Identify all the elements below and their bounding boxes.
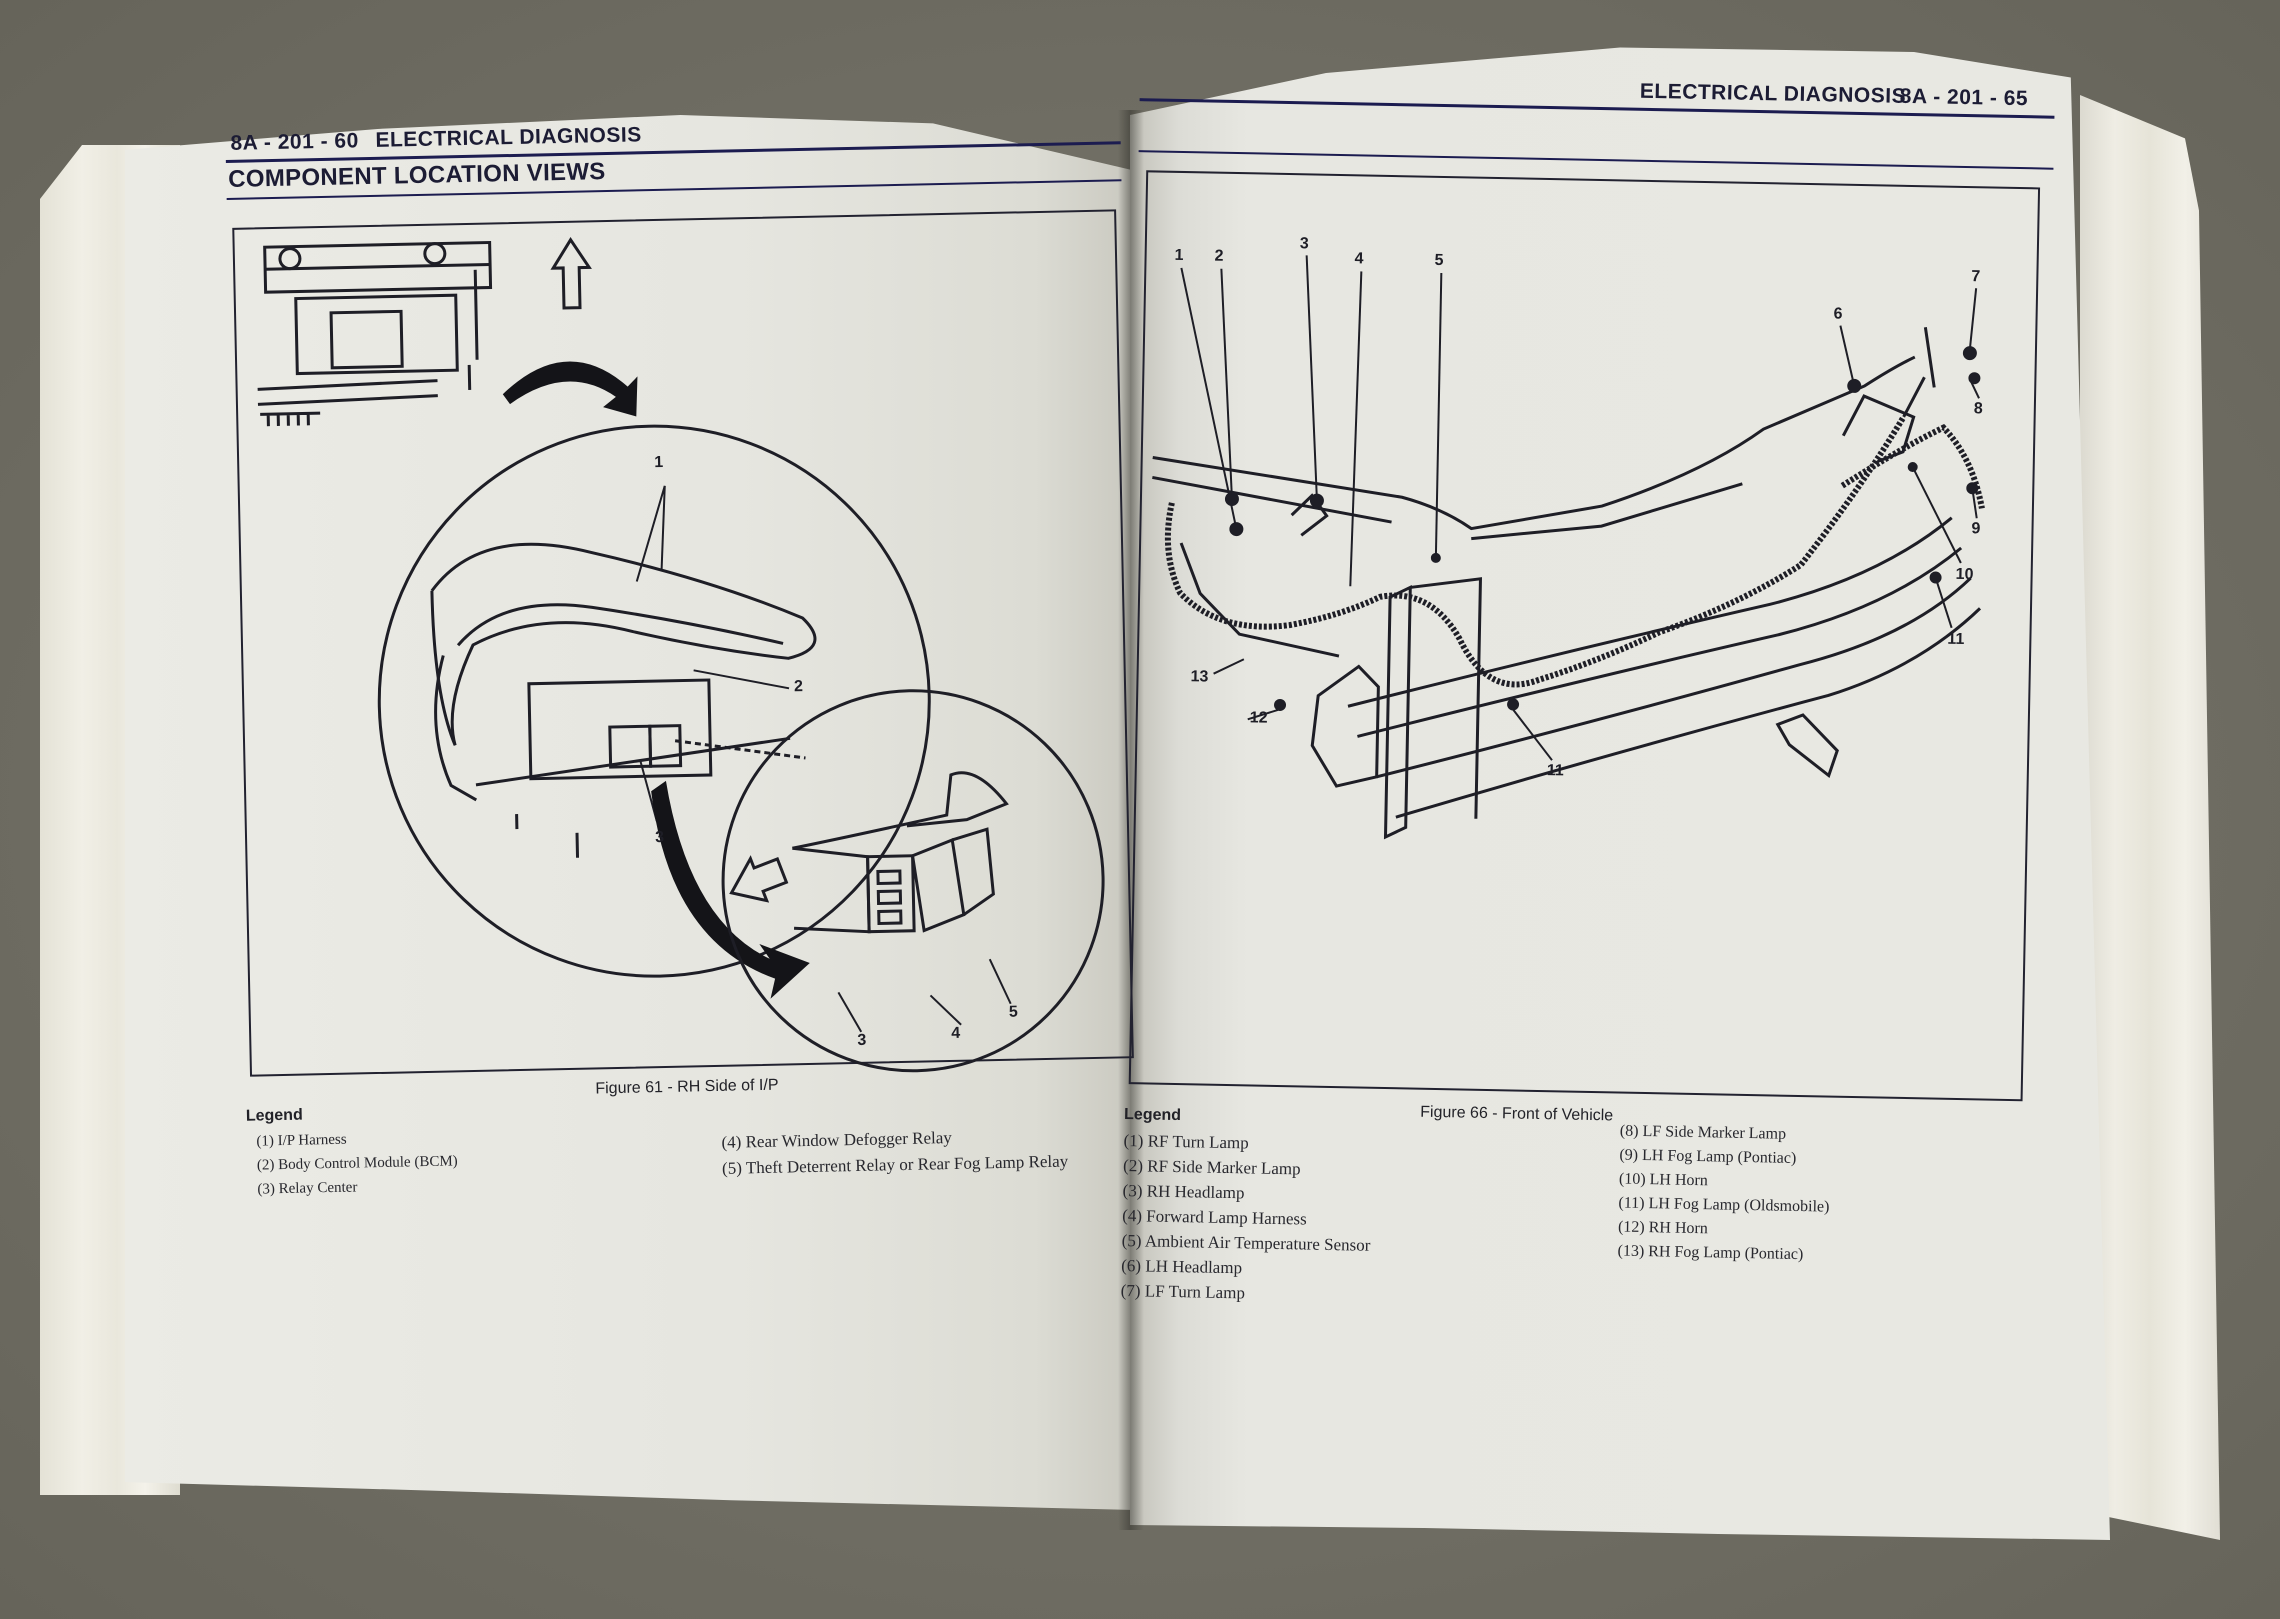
curved-arrow-icon <box>502 361 638 417</box>
left-section-title: COMPONENT LOCATION VIEWS <box>227 158 606 193</box>
relay-block-drawing <box>792 771 1009 934</box>
right-legend-col1: (1) RF Turn Lamp (2) RF Side Marker Lamp… <box>1121 1128 1373 1308</box>
curved-arrow-relay-icon <box>651 780 810 999</box>
callout-3: 3 <box>654 828 665 847</box>
legend-item: (2) Body Control Module (BCM) <box>256 1153 458 1174</box>
figure-66-caption: Figure 66 - Front of Vehicle <box>1420 1103 1614 1125</box>
callout-3-detail: 3 <box>857 1031 867 1049</box>
figure-66-illustration <box>1152 255 1985 840</box>
callout-1: 1 <box>1174 246 1184 265</box>
callout-4: 4 <box>1354 250 1364 268</box>
callout-5: 5 <box>1008 1003 1018 1021</box>
legend-item: (3) Relay Center <box>257 1179 358 1198</box>
up-arrow-icon <box>550 237 592 310</box>
callout-10: 10 <box>1955 565 1974 584</box>
vehicle-front-structure <box>1152 327 1982 840</box>
figure-66-leader-lines <box>1180 255 1980 761</box>
callout-9: 9 <box>1971 520 1981 538</box>
callout-2: 2 <box>793 678 804 696</box>
forward-lamp-harness <box>1164 415 1985 688</box>
figure-61-frame: 1 2 3 3 4 5 <box>232 209 1134 1077</box>
callout-13: 13 <box>1190 668 1209 686</box>
callout-11-lower: 11 <box>1546 762 1564 780</box>
direction-arrow-icon <box>1775 713 1839 778</box>
callout-12: 12 <box>1249 709 1268 727</box>
left-legend-title: Legend <box>245 1106 303 1125</box>
connector-markers <box>1224 346 1981 711</box>
left-legend-col1: (1) I/P Harness (2) Body Control Module … <box>256 1125 458 1201</box>
callout-5: 5 <box>1434 251 1444 270</box>
left-legend-col2: (4) Rear Window Defogger Relay (5) Theft… <box>721 1123 1068 1182</box>
leader-lines-left <box>635 485 1012 1033</box>
callout-2: 2 <box>1214 247 1224 265</box>
figure-66-frame: 1 2 3 4 5 6 7 8 9 10 11 11 12 13 <box>1128 170 2041 1102</box>
right-legend-col2: (8) LF Side Marker Lamp (9) LH Fog Lamp … <box>1617 1120 1831 1268</box>
right-header-section: ELECTRICAL DIAGNOSIS <box>1639 79 1907 108</box>
left-header-section: ELECTRICAL DIAGNOSIS <box>375 123 642 152</box>
right-page <box>1130 47 2110 1540</box>
figure-61-illustration <box>257 237 1105 1073</box>
detail-circle-relay <box>721 689 1105 1073</box>
detail-circle-main <box>377 424 931 978</box>
right-header-page-number: 8A - 201 - 65 <box>1899 84 2029 111</box>
callout-7: 7 <box>1971 268 1981 286</box>
callout-6: 6 <box>1833 305 1843 323</box>
callout-1: 1 <box>654 453 664 472</box>
callout-3: 3 <box>1299 235 1309 253</box>
book-gutter <box>1118 110 1144 1530</box>
callout-11: 11 <box>1947 630 1965 649</box>
right-title-rule <box>1138 150 2054 170</box>
callout-4: 4 <box>951 1024 961 1042</box>
left-header-rule <box>225 141 1121 163</box>
left-page <box>125 115 1135 1510</box>
figure-61-caption: Figure 61 - RH Side of I/P <box>595 1076 779 1098</box>
left-header-page-number: 8A - 201 - 60 <box>230 129 360 155</box>
legend-item: (13) RH Fog Lamp (Pontiac) <box>1617 1242 1804 1264</box>
callout-8: 8 <box>1973 400 1983 418</box>
left-page-content: 8A - 201 - 60 ELECTRICAL DIAGNOSIS COMPO… <box>225 101 1147 1200</box>
ip-overview-sketch <box>257 240 493 427</box>
legend-item: (7) LF Turn Lamp <box>1120 1281 1246 1303</box>
harness-drawing <box>430 542 817 858</box>
right-legend-title: Legend <box>1123 1106 1182 1125</box>
direction-arrow-icon <box>729 855 789 903</box>
right-page-content: ELECTRICAL DIAGNOSIS 8A - 201 - 65 <box>1117 70 2070 1302</box>
